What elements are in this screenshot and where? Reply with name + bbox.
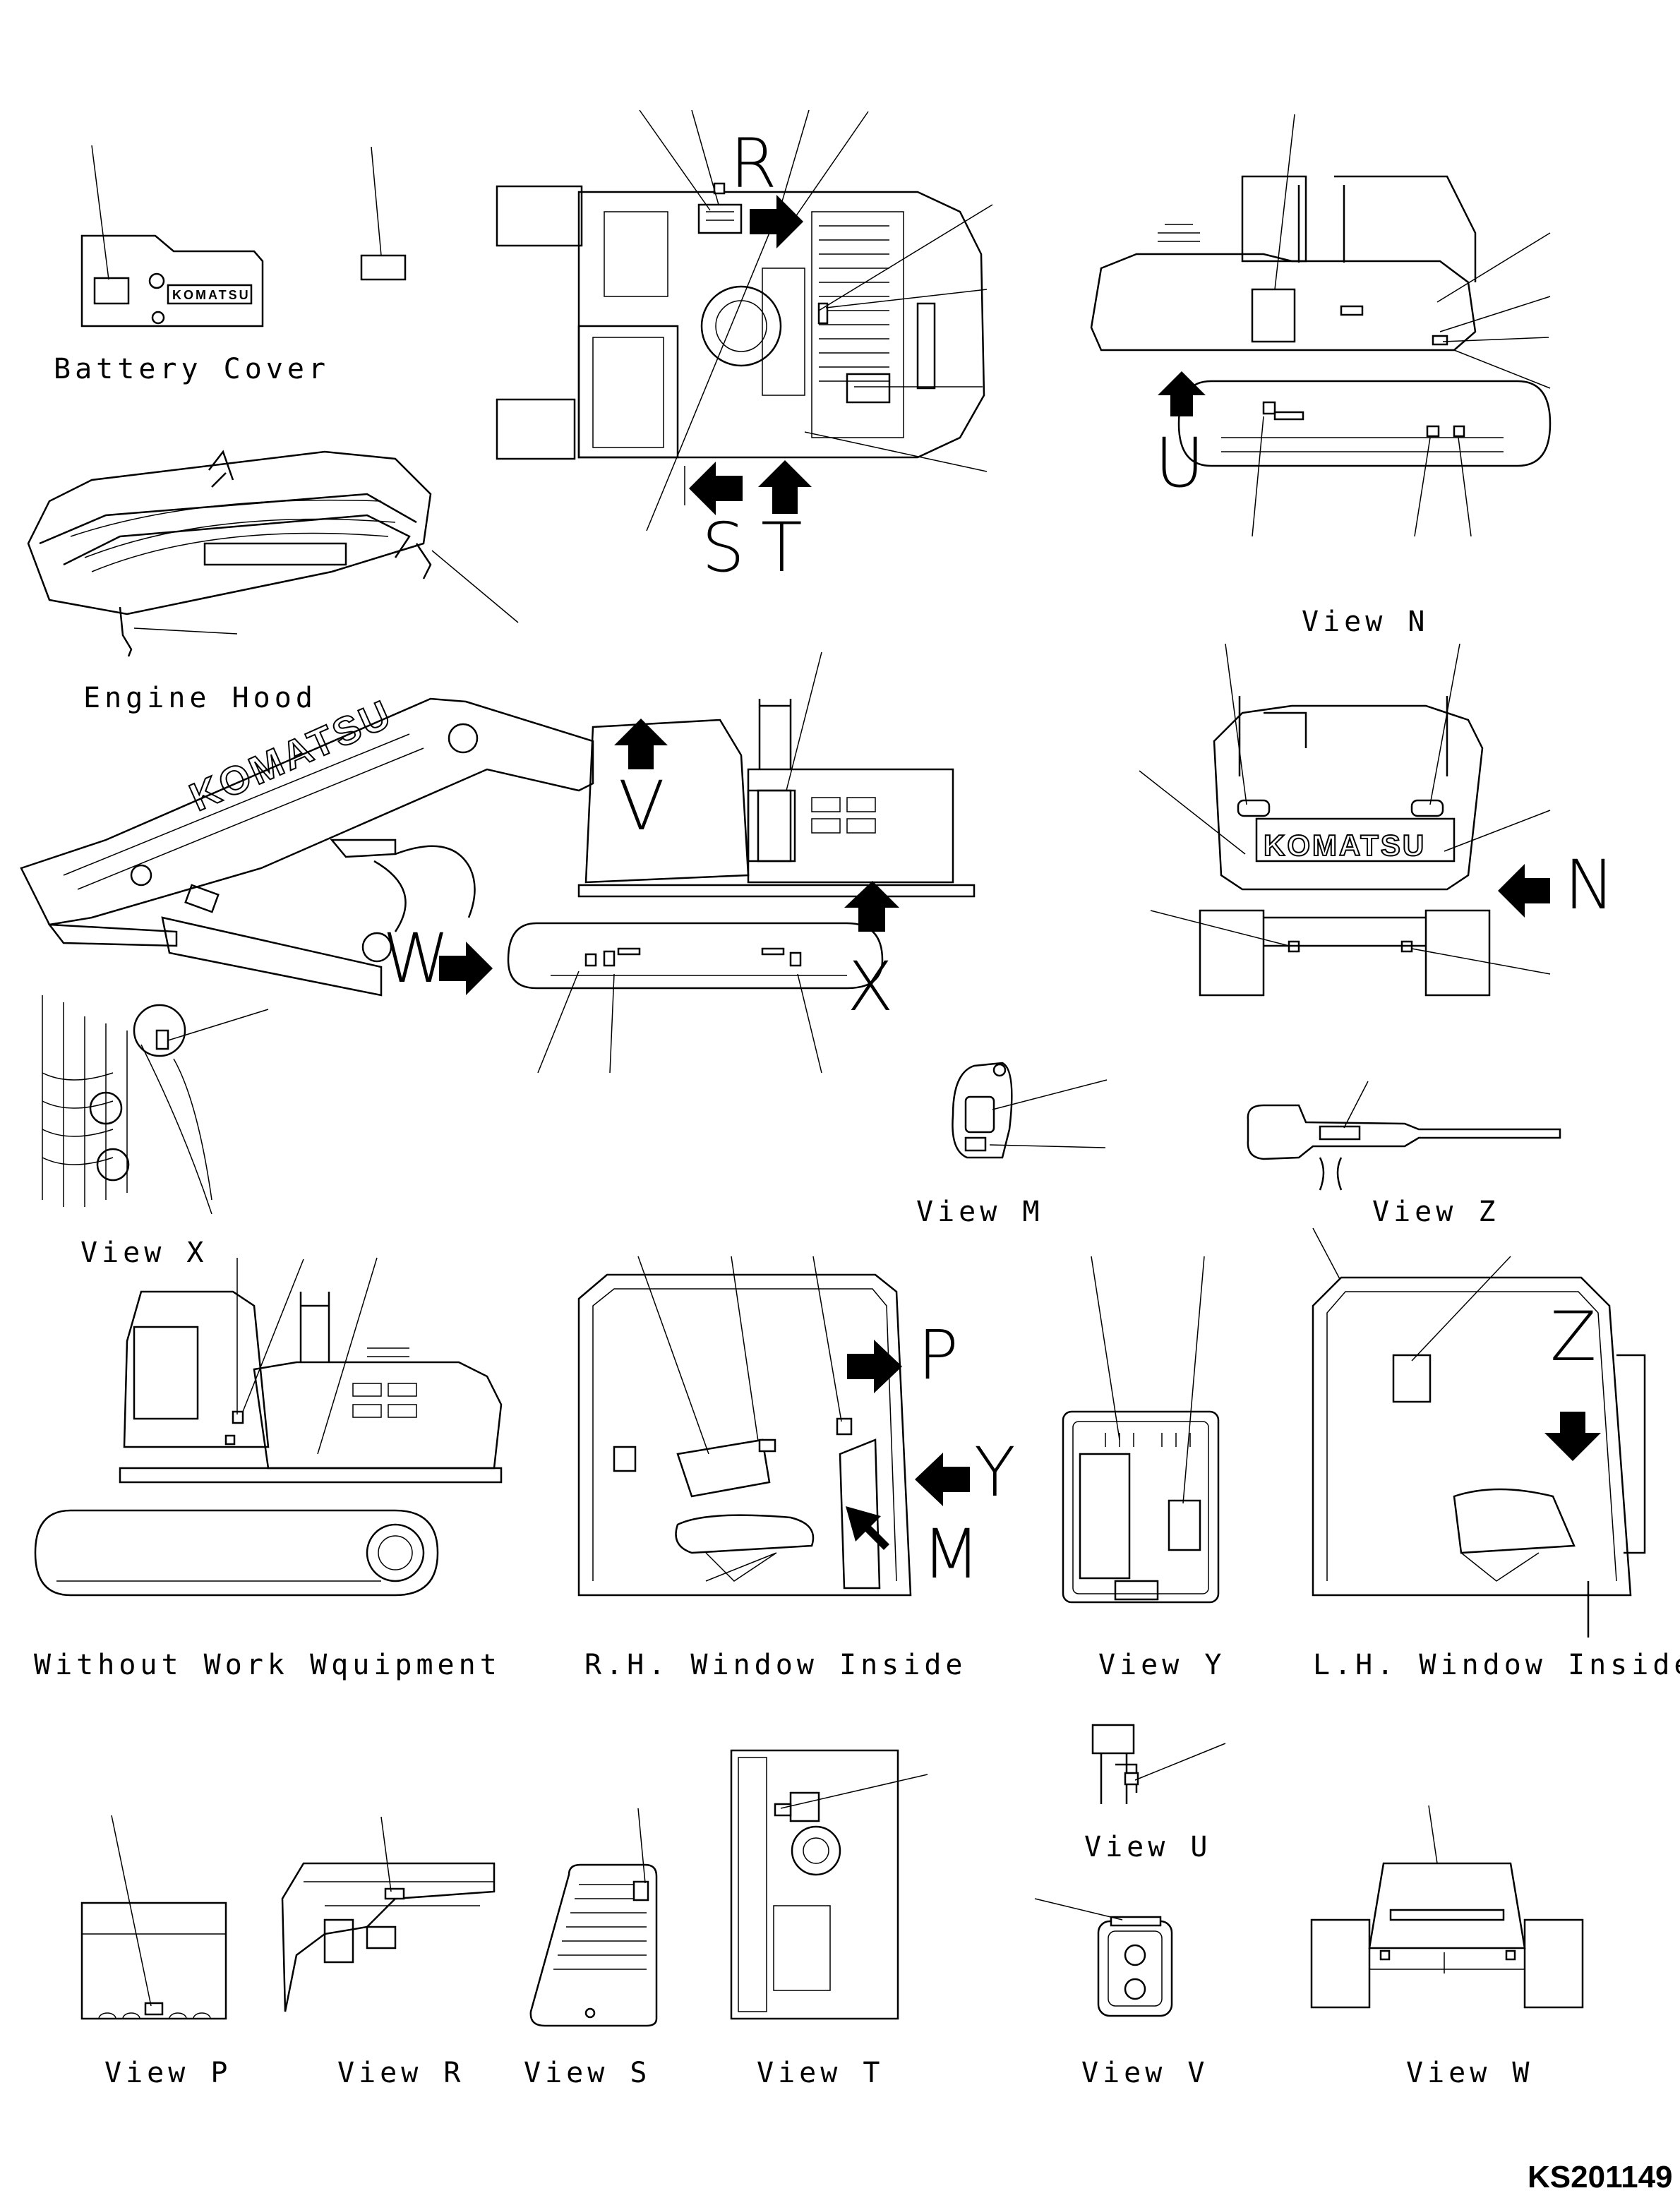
view-r-drawing bbox=[281, 1816, 496, 2012]
arrow-letter-s: S bbox=[702, 508, 745, 587]
view-p-label: View P bbox=[104, 2057, 232, 2089]
view-x-label: View X bbox=[80, 1237, 208, 1269]
arrow-letter-m: M bbox=[922, 1515, 980, 1594]
view-t-label: View T bbox=[757, 2057, 884, 2089]
arrow-letter-w: W bbox=[383, 919, 450, 998]
view-s-label: View S bbox=[524, 2057, 652, 2089]
rear-view-drawing: KOMATSU bbox=[1139, 643, 1551, 997]
arrow-letter-u: U bbox=[1155, 423, 1205, 503]
arrow-letter-v: V bbox=[618, 767, 665, 846]
rh-window-inside-label: R.H. Window Inside bbox=[584, 1649, 967, 1681]
arrow-letter-x: X bbox=[847, 947, 894, 1026]
arrow-letter-r: R bbox=[730, 124, 777, 203]
without-work-equipment-label: Without Work Wquipment bbox=[34, 1649, 501, 1681]
view-u-label: View U bbox=[1084, 1831, 1212, 1863]
view-n-side-drawing bbox=[1090, 114, 1552, 537]
lh-window-inside-drawing bbox=[1312, 1227, 1646, 1638]
engine-hood-drawing bbox=[27, 450, 519, 657]
drawing-code: KS201149 bbox=[1528, 2160, 1673, 2194]
view-t-drawing bbox=[730, 1749, 928, 2020]
engine-hood-label: Engine Hood bbox=[83, 682, 317, 714]
rear-brand-logo: KOMATSU bbox=[1264, 829, 1426, 862]
battery-cover-label: Battery Cover bbox=[54, 353, 330, 385]
top-view-drawing bbox=[496, 109, 993, 531]
arrow-letter-p: P bbox=[918, 1316, 959, 1395]
view-m-label: View M bbox=[916, 1196, 1044, 1228]
battery-cover-logo: KOMATSU bbox=[172, 288, 251, 302]
view-m-drawing bbox=[952, 1062, 1108, 1159]
view-r-label: View R bbox=[337, 2057, 465, 2089]
battery-cover-drawing: KOMATSU bbox=[80, 145, 407, 328]
view-z-label: View Z bbox=[1372, 1196, 1500, 1228]
arrow-letter-z: Z bbox=[1550, 1297, 1597, 1376]
lh-window-inside-label: L.H. Window Inside bbox=[1313, 1649, 1680, 1681]
arrow-letter-n: N bbox=[1564, 846, 1615, 925]
view-s-drawing bbox=[529, 1808, 658, 2027]
rh-window-inside-drawing bbox=[577, 1256, 970, 1597]
without-work-equipment-drawing bbox=[34, 1257, 503, 1597]
view-n-label: View N bbox=[1302, 606, 1429, 638]
arrow-letter-t: T bbox=[761, 508, 803, 587]
view-z-drawing bbox=[1247, 1081, 1561, 1191]
view-y-drawing bbox=[1062, 1256, 1220, 1604]
view-p-drawing bbox=[80, 1815, 227, 2020]
view-y-label: View Y bbox=[1098, 1649, 1226, 1681]
view-v-drawing bbox=[1034, 1898, 1173, 2017]
excavator-side-drawing: KOMATSU bbox=[20, 651, 976, 1074]
view-u-drawing bbox=[1091, 1724, 1226, 1804]
view-w-drawing bbox=[1310, 1805, 1584, 2009]
view-v-label: View V bbox=[1081, 2057, 1209, 2089]
view-w-label: View W bbox=[1406, 2057, 1534, 2089]
view-x-drawing bbox=[42, 995, 269, 1215]
arrow-letter-y: Y bbox=[974, 1433, 1016, 1512]
